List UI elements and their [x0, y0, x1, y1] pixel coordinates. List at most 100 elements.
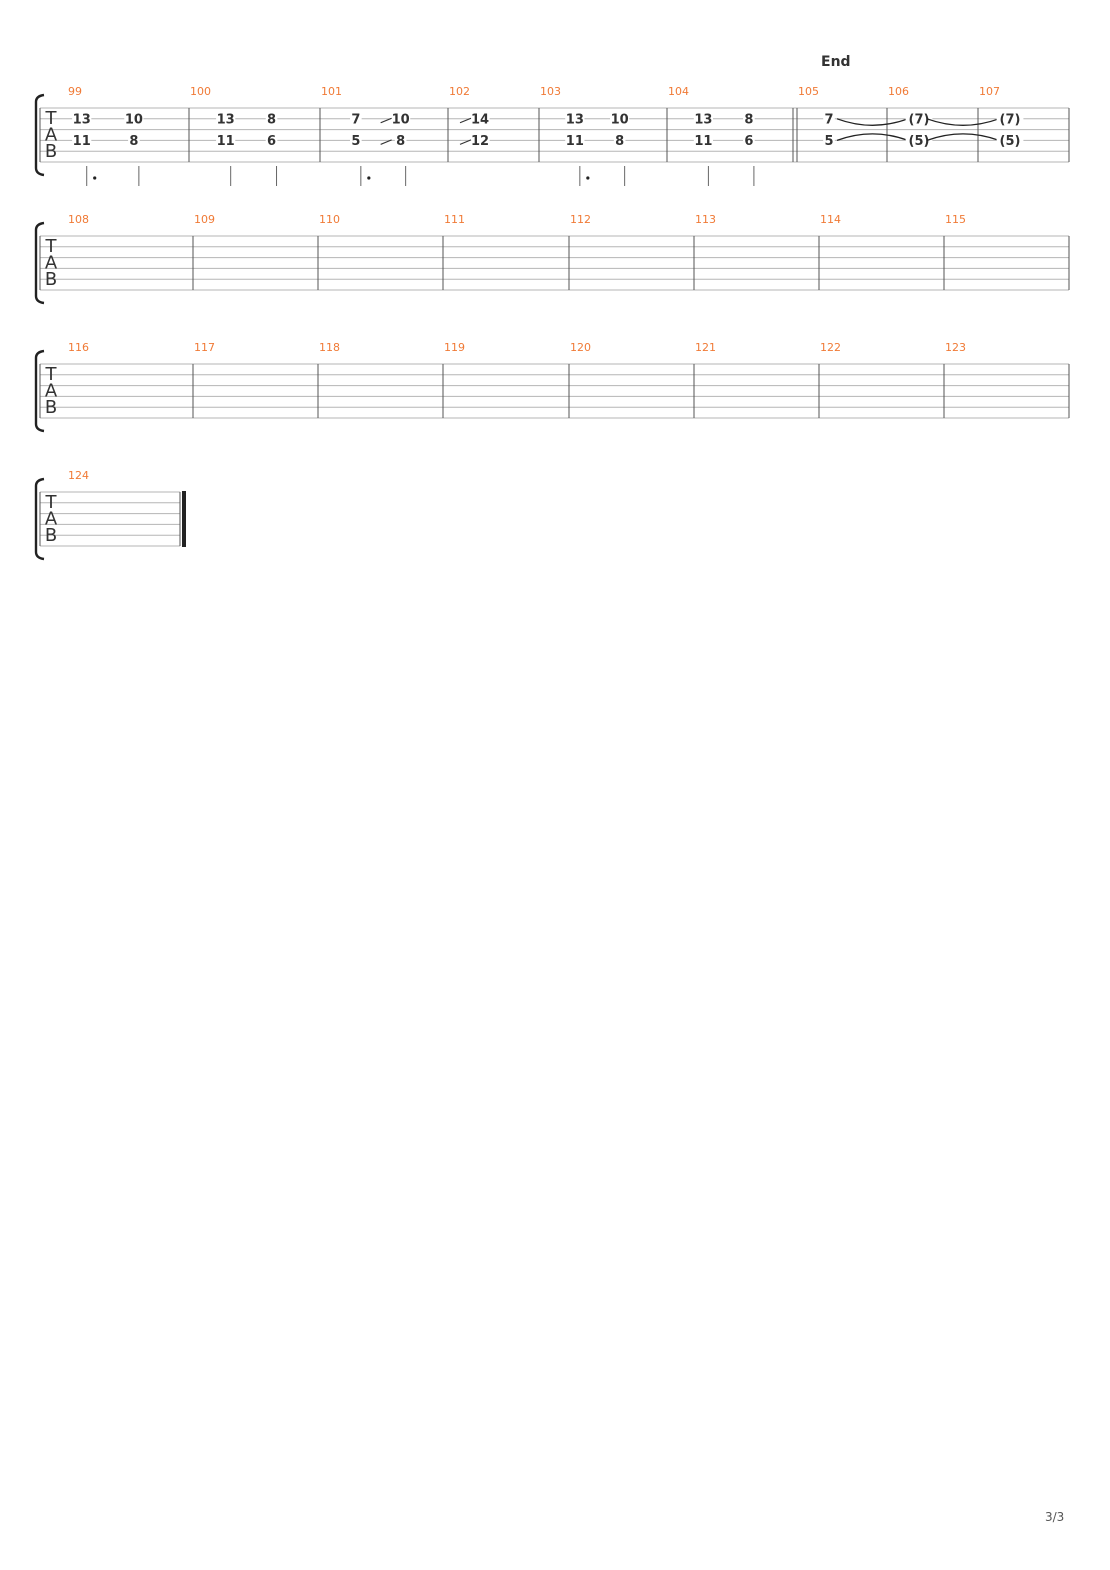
fret-background	[350, 111, 362, 125]
fret-background	[905, 111, 933, 125]
fret-background	[743, 111, 755, 125]
bar-number: 102	[449, 85, 470, 98]
tab-clef-letter: A	[45, 381, 58, 402]
fret-number: 11	[566, 134, 584, 149]
fret-number: 8	[744, 112, 753, 127]
fret-number: 13	[694, 112, 712, 127]
fret-background	[72, 111, 92, 125]
fret-background	[823, 133, 835, 147]
fret-background	[693, 133, 713, 147]
bar-number: 120	[570, 341, 591, 354]
fret-number: 12	[471, 134, 489, 149]
tab-clef-letter: B	[45, 141, 57, 162]
fret-number: 6	[744, 134, 753, 149]
fret-number: (5)	[1000, 134, 1021, 149]
bar-number: 117	[194, 341, 215, 354]
tie-arc	[836, 118, 909, 126]
rhythm-dot	[586, 176, 590, 180]
fret-background	[565, 111, 585, 125]
bar-number: 114	[820, 213, 841, 226]
fret-background	[470, 111, 490, 125]
bar-number: 111	[444, 213, 465, 226]
bar-number: 124	[68, 469, 89, 482]
tab-clef-letter: B	[45, 269, 57, 290]
fret-number: 7	[824, 112, 833, 127]
tie-arc	[926, 133, 1000, 142]
bar-number: 107	[979, 85, 1000, 98]
fret-background	[350, 133, 362, 147]
fret-background	[613, 133, 626, 147]
bar-number: 118	[319, 341, 340, 354]
fret-background	[610, 111, 630, 125]
bar-number: 122	[820, 341, 841, 354]
fret-number: 8	[267, 112, 276, 127]
bar-number: 115	[945, 213, 966, 226]
bar-number: 123	[945, 341, 966, 354]
fret-number: (5)	[909, 134, 930, 149]
fret-background	[905, 133, 933, 147]
bar-number: 109	[194, 213, 215, 226]
fret-background	[265, 111, 278, 125]
tab-clef-letter: B	[45, 397, 57, 418]
bar-number: 113	[695, 213, 716, 226]
fret-background	[216, 111, 236, 125]
fret-background	[996, 133, 1024, 147]
fret-number: 10	[611, 112, 629, 127]
bar-number: 106	[888, 85, 909, 98]
tab-clef-letter: A	[45, 125, 58, 146]
tab-system: TAB 116 117 118 119 120 121 122 123	[34, 341, 1070, 433]
slide-mark	[459, 117, 472, 124]
fret-background	[128, 133, 140, 147]
bar-number: 100	[190, 85, 211, 98]
tab-clef-letter: T	[45, 236, 58, 257]
page-number: 3/3	[1045, 1510, 1065, 1524]
tab-clef-letter: T	[45, 364, 58, 385]
fret-background	[394, 133, 407, 147]
bar-number: 112	[570, 213, 591, 226]
fret-background	[996, 111, 1024, 125]
slide-mark	[380, 139, 392, 145]
fret-number: 11	[73, 134, 91, 149]
bar-number: 119	[444, 341, 465, 354]
fret-number: 13	[566, 112, 584, 127]
tab-clef-letter: A	[45, 253, 58, 274]
rhythm-dot	[367, 176, 371, 180]
slide-mark	[459, 139, 472, 145]
bar-number: 108	[68, 213, 89, 226]
tab-clef-letter: B	[45, 525, 57, 546]
fret-background	[823, 111, 835, 125]
final-barline	[182, 491, 186, 547]
fret-number: 10	[392, 112, 410, 127]
bar-number: 104	[668, 85, 689, 98]
bar-number: 121	[695, 341, 716, 354]
fret-number: 11	[217, 134, 235, 149]
tab-clef-letter: T	[45, 108, 58, 129]
fret-number: 13	[217, 112, 235, 127]
fret-background	[470, 133, 490, 147]
tab-system: TAB 108 109 110 111 112 113 114 115	[34, 213, 1070, 305]
fret-number: 8	[615, 134, 624, 149]
fret-number: 14	[471, 112, 489, 127]
system-bracket	[34, 477, 45, 561]
fret-background	[693, 111, 713, 125]
fret-number: 7	[351, 112, 360, 127]
fret-background	[265, 133, 278, 147]
section-marker-end: End	[821, 54, 851, 70]
fret-number: 10	[125, 112, 143, 127]
fret-number: 5	[351, 134, 360, 149]
tab-system: TAB9913111081001311861017510810214121031…	[34, 85, 1070, 186]
fret-background	[216, 133, 236, 147]
fret-number: 8	[129, 134, 138, 149]
system-bracket	[34, 349, 45, 433]
bar-number: 110	[319, 213, 340, 226]
bar-number: 99	[68, 85, 82, 98]
system-bracket	[34, 93, 45, 177]
tie-arc	[926, 118, 1000, 126]
bar-number: 116	[68, 341, 89, 354]
fret-number: 13	[73, 112, 91, 127]
rhythm-dot	[93, 176, 97, 180]
tab-clef-letter: A	[45, 509, 58, 530]
